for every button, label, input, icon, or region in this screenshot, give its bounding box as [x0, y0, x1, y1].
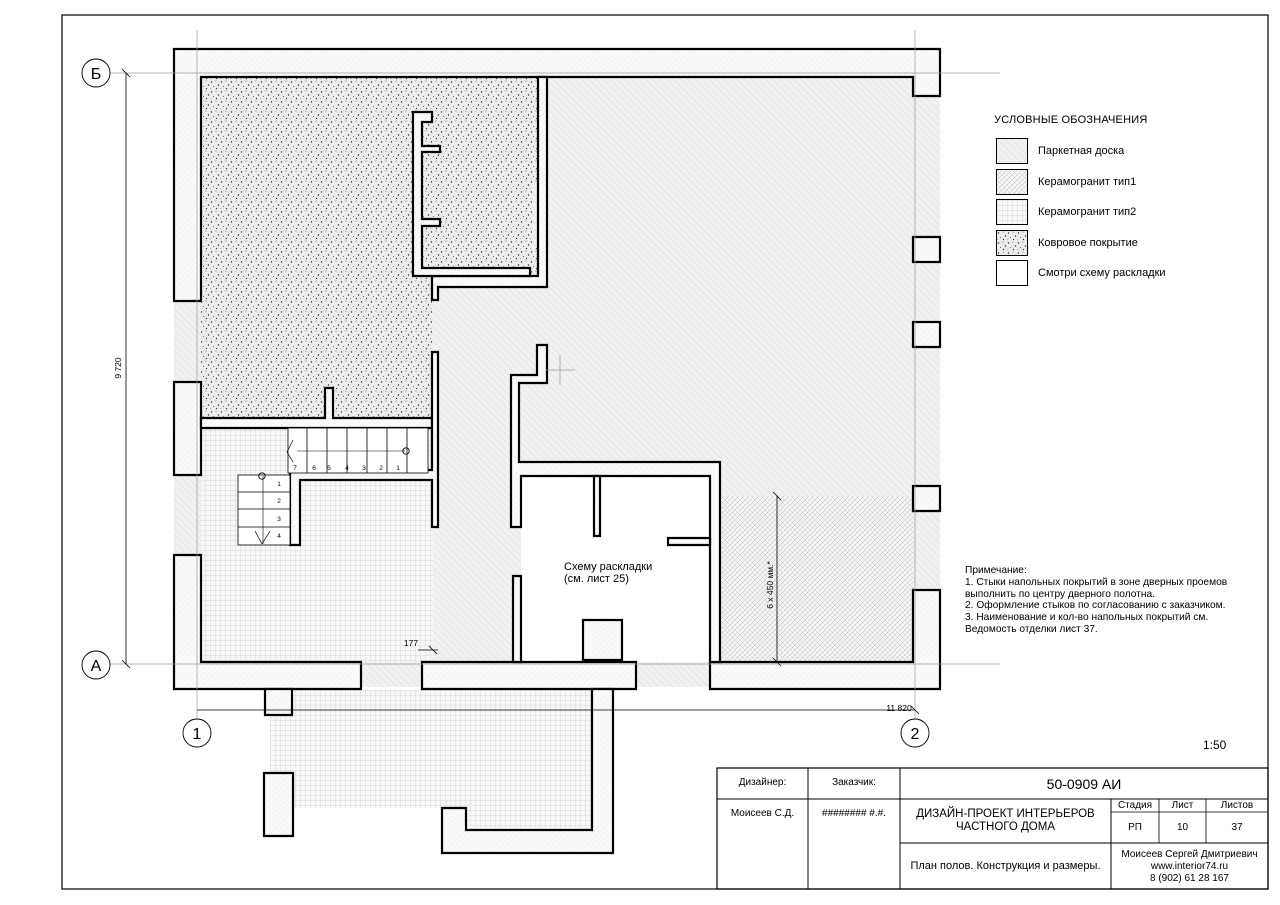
swatch-parquet [996, 138, 1028, 165]
dimension-horizontal: 11 820 [886, 703, 912, 713]
stair-number: 3 [362, 465, 366, 472]
stairs [237, 427, 429, 546]
author-phone: 8 (902) 61 28 167 [1150, 873, 1229, 884]
stair-number: 2 [277, 498, 281, 505]
legend-item: Паркетная доска [994, 136, 1254, 167]
walls [172, 47, 942, 855]
legend-label: Ковровое покрытие [1038, 236, 1138, 249]
notes-line: 1. Стыки напольных покрытий в зоне дверн… [965, 576, 1228, 588]
stair-number: 4 [345, 465, 349, 472]
author-site: www.interior74.ru [1150, 861, 1229, 872]
axis-label-right: 2 [911, 726, 920, 743]
axis-lines [110, 30, 1000, 722]
sheets-value: 37 [1231, 822, 1243, 833]
notes-title: Примечание: [965, 565, 1027, 576]
legend-title: УСЛОВНЫЕ ОБОЗНАЧЕНИЯ [994, 114, 1148, 126]
stair-number: 4 [277, 533, 281, 540]
swatch-ceramic-1 [996, 168, 1028, 195]
stair-start-marker [402, 447, 410, 455]
stair-number: 5 [327, 465, 331, 472]
stage-label: Стадия [1117, 800, 1153, 811]
floor-zones [174, 49, 940, 852]
title-block-grid [716, 767, 1269, 890]
legend-label: Керамогранит тип1 [1038, 175, 1137, 188]
dimension-small: 177 [404, 638, 418, 648]
axis-markers [81, 58, 930, 748]
designer-name: Моисеев С.Д. [730, 808, 795, 819]
room-label-line1: Схему раскладки [564, 561, 652, 573]
legend-label: Керамогранит тип2 [1038, 206, 1137, 219]
room-label-line2: (см. лист 25) [564, 573, 629, 585]
legend-label: Паркетная доска [1038, 145, 1125, 158]
dimension-tile-span: 6 x 450 мм.* [765, 561, 775, 609]
notes-line: выполнить по центру дверного полотна. [965, 588, 1156, 600]
legend-item: Ковровое покрытие [994, 228, 1254, 259]
axis-label-bottom: А [91, 658, 102, 675]
swatch-ceramic-2 [996, 199, 1028, 226]
legend-item: Смотри схему раскладки [994, 258, 1254, 289]
drawing-code: 50-0909 АИ [1046, 776, 1122, 792]
author-name: Моисеев Сергей Дмитриевич [1121, 849, 1258, 860]
dimension-lines [121, 68, 920, 715]
notes-line: 3. Наименование и кол-во напольных покры… [965, 612, 1209, 624]
sheets-label: Листов [1220, 800, 1254, 811]
sheet-title: План полов. Конструкция и размеры. [910, 860, 1101, 872]
sheet-value: 10 [1176, 822, 1189, 833]
stair-number: 6 [312, 465, 316, 472]
customer-label: Заказчик: [832, 777, 876, 788]
notes: Примечание: 1. Стыки напольных покрытий … [965, 565, 1265, 636]
stair-number: 1 [396, 465, 400, 472]
notes-line: Ведомость отделки лист 37. [965, 623, 1098, 635]
swatch-carpet [996, 229, 1028, 256]
axis-label-left: 1 [193, 726, 202, 743]
customer-name: ######## #.#. [822, 808, 886, 819]
legend: УСЛОВНЫЕ ОБОЗНАЧЕНИЯ Паркетная доска Кер… [994, 114, 1254, 289]
axis-label-top: Б [91, 66, 102, 83]
sheet-label: Лист [1171, 800, 1194, 811]
legend-item: Керамогранит тип1 [994, 167, 1254, 198]
stair-number: 1 [277, 481, 281, 488]
notes-line: 2. Оформление стыков по согласованию с з… [965, 600, 1226, 612]
project-title-line2: ЧАСТНОГО ДОМА [956, 821, 1055, 833]
stage-value: РП [1128, 822, 1142, 833]
stair-end-marker [258, 472, 266, 480]
designer-label: Дизайнер: [738, 777, 787, 788]
dimension-vertical: 9 720 [113, 357, 123, 379]
stair-number: 2 [379, 465, 383, 472]
project-title-line1: ДИЗАЙН-ПРОЕКТ ИНТЕРЬЕРОВ [916, 808, 1095, 820]
swatch-layout-scheme [996, 260, 1028, 287]
stair-number: 7 [293, 465, 297, 472]
legend-label: Смотри схему раскладки [1038, 267, 1166, 280]
stair-number: 3 [277, 516, 281, 523]
legend-item: Керамогранит тип2 [994, 197, 1254, 228]
scale-label: 1:50 [1203, 738, 1227, 752]
